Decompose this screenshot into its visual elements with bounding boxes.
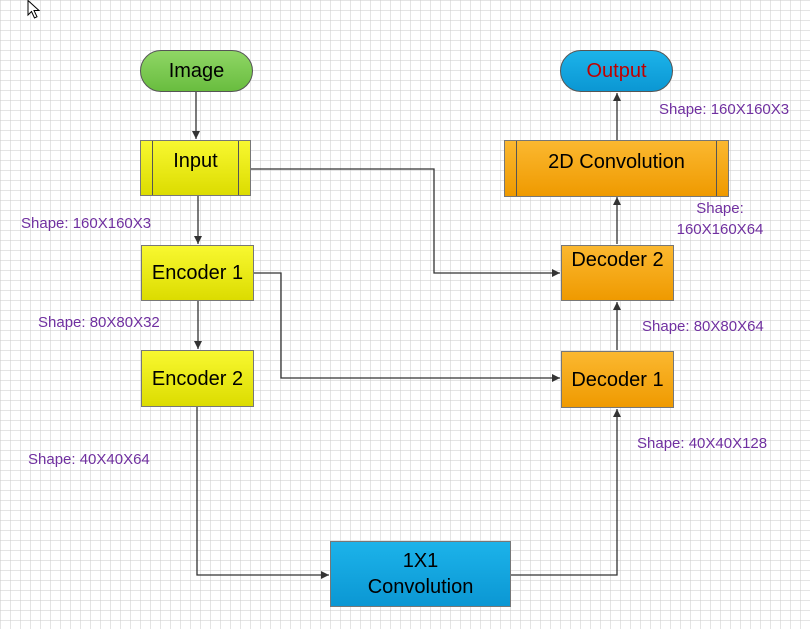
decoder2-shape-label-line1: Shape: xyxy=(696,200,744,217)
decoder1-shape-label: Shape: 80X80X64 xyxy=(642,318,764,335)
encoder1-shape-label: Shape: 80X80X32 xyxy=(38,314,160,331)
output-terminal: Output xyxy=(560,50,673,92)
decoder2-block: Decoder 2 xyxy=(561,245,674,301)
encoder1-block: Encoder 1 xyxy=(141,245,254,301)
input-block: Input xyxy=(140,140,251,196)
connector-encoder2-to-1x1-conv xyxy=(196,407,329,579)
image-terminal: Image xyxy=(140,50,253,92)
conv1x1-label-line1: 1X1 xyxy=(402,550,439,572)
input-label: Input xyxy=(173,150,218,172)
encoder2-label: Encoder 2 xyxy=(151,367,244,390)
decoder2-label: Decoder 2 xyxy=(571,249,664,271)
decoder2-shape-label: Shape: 160X160X64 xyxy=(672,198,768,240)
encoder2-shape-label: Shape: 40X40X64 xyxy=(28,451,150,468)
conv2d-label: 2D Convolution xyxy=(548,150,685,173)
connector-input-skip-to-decoder2 xyxy=(251,168,560,277)
output-shape-label: Shape: 160X160X3 xyxy=(659,101,790,118)
conv1x1-block: 1X1 Convolution xyxy=(330,541,511,607)
decoder1-block: Decoder 1 xyxy=(561,351,674,408)
conv1x1-label-line2: Convolution xyxy=(367,576,474,598)
decoder2-shape-label-line2: 160X160X64 xyxy=(676,221,764,238)
connector-1x1-conv-to-decoder1 xyxy=(511,409,621,576)
mouse-cursor-icon xyxy=(27,0,41,19)
conv2d-block: 2D Convolution xyxy=(504,140,729,197)
image-label: Image xyxy=(168,60,225,82)
input-shape-label: Shape: 160X160X3 xyxy=(21,215,152,232)
output-label: Output xyxy=(586,60,647,82)
decoder1-label: Decoder 1 xyxy=(571,368,664,391)
encoder2-block: Encoder 2 xyxy=(141,350,254,407)
bottleneck-shape-label: Shape: 40X40X128 xyxy=(637,435,768,452)
connector-encoder1-skip-to-decoder1 xyxy=(254,272,560,382)
encoder1-label: Encoder 1 xyxy=(151,262,244,284)
